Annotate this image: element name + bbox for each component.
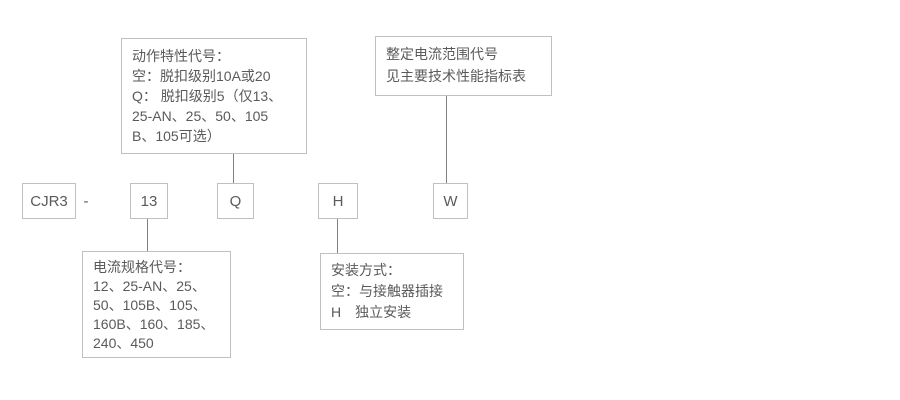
code-label: W — [443, 192, 458, 210]
callout-text-line: 240、450 — [93, 335, 154, 351]
callout-text-line: 见主要技术性能指标表 — [386, 68, 526, 84]
code-label: Q — [229, 192, 242, 210]
code-box-setting-current-range: W — [433, 183, 468, 219]
callout-text-line: Q： 脱扣级别5（仅13、 — [132, 88, 283, 104]
callout-text-line: 安装方式： — [331, 262, 401, 278]
code-box-action-characteristic: Q — [217, 183, 254, 219]
callout-text-line: 电流规格代号： — [93, 259, 191, 275]
callout-text-line: 空：与接触器插接 — [331, 283, 443, 299]
code-box-current-spec: 13 — [130, 183, 168, 219]
model-prefix-label: CJR3 — [30, 192, 68, 210]
code-label: H — [332, 192, 344, 210]
code-label: 13 — [140, 192, 158, 210]
connector-range-to-code-w — [446, 96, 447, 183]
callout-text-line: B、105可选） — [132, 128, 221, 144]
separator-label: - — [83, 192, 89, 210]
model-separator-dash: - — [78, 183, 94, 219]
callout-action-characteristic: 动作特性代号： 空：脱扣级别10A或20 Q： 脱扣级别5（仅13、 25-AN… — [121, 38, 307, 154]
code-box-model-prefix: CJR3 — [22, 183, 76, 219]
callout-text-line: H 独立安装 — [331, 304, 412, 320]
code-box-mounting: H — [318, 183, 358, 219]
callout-text-line: 整定电流范围代号 — [386, 46, 498, 62]
callout-text-line: 25-AN、25、50、105 — [132, 108, 269, 124]
connector-code-13-to-spec — [147, 219, 148, 251]
callout-text-line: 50、105B、105、 — [93, 297, 207, 313]
callout-text-line: 12、25-AN、25、 — [93, 278, 206, 294]
connector-code-h-to-mounting — [337, 219, 338, 253]
callout-mounting-method: 安装方式： 空：与接触器插接 H 独立安装 — [320, 253, 464, 330]
connector-action-to-code-q — [233, 154, 234, 183]
callout-setting-current-range: 整定电流范围代号 见主要技术性能指标表 — [375, 36, 552, 96]
callout-text-line: 动作特性代号： — [132, 48, 230, 64]
callout-text-line: 160B、160、185、 — [93, 316, 215, 332]
callout-current-spec: 电流规格代号： 12、25-AN、25、 50、105B、105、 160B、1… — [82, 251, 231, 358]
callout-text-line: 空：脱扣级别10A或20 — [132, 68, 271, 84]
